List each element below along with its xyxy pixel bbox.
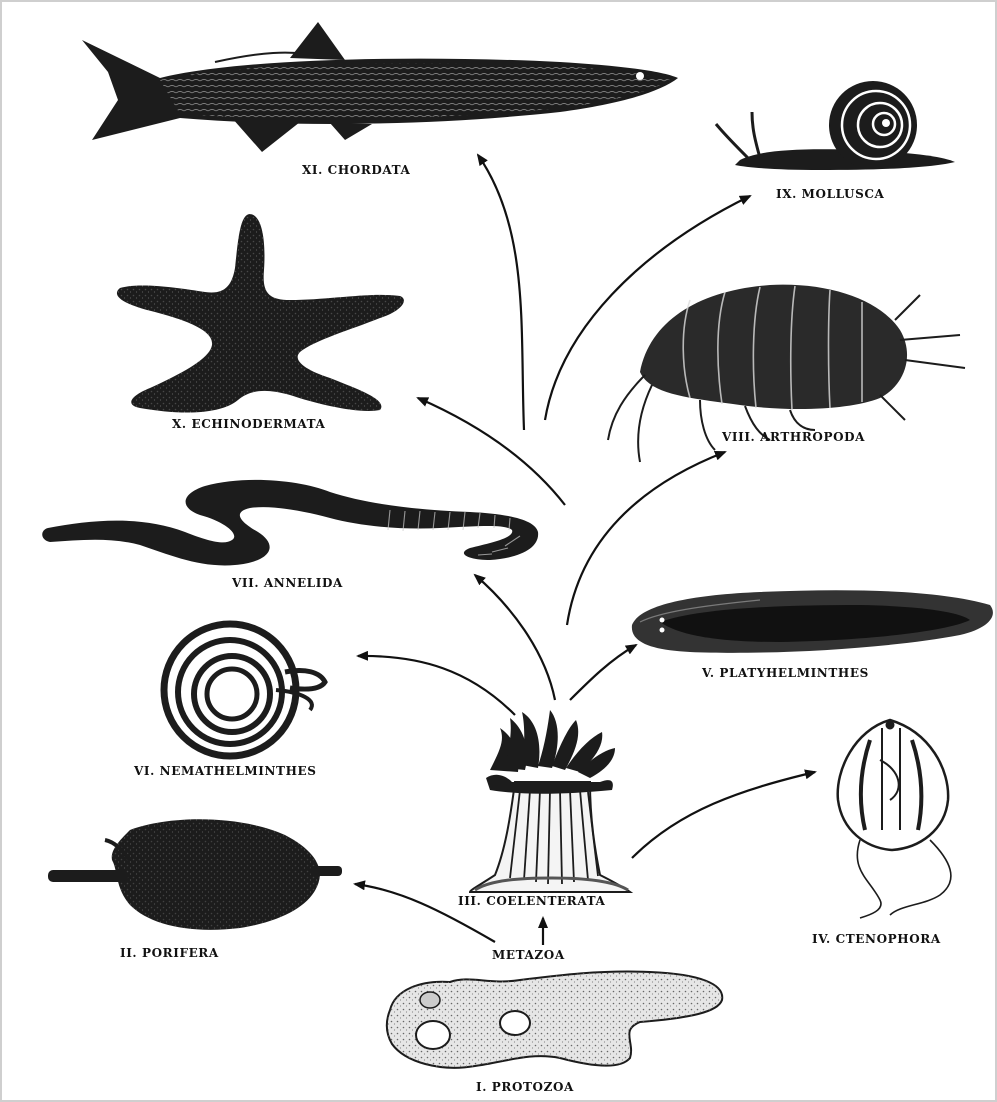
label-metazoa: METAZOA [492,948,565,962]
label-echinodermata: X. ECHINODERMATA [172,417,325,431]
arrow-to-platyhelminthes [570,645,636,700]
label-coelenterata: III. COELENTERATA [458,894,605,908]
arrow-to-annelida [475,575,555,700]
label-protozoa: I. PROTOZOA [476,1080,574,1094]
arrow-coelenterata-ctenophora [632,772,815,858]
label-mollusca: IX. MOLLUSCA [776,187,884,201]
annelida-earthworm-illustration [42,480,538,566]
label-arthropoda: VIII. ARTHROPODA [722,430,865,444]
chordata-fish-illustration [82,22,678,152]
arrow-to-chordata [478,155,524,430]
label-platyhelminthes: V. PLATYHELMINTHES [702,666,869,680]
label-nemathelminthes: VI. NEMATHELMINTHES [134,764,317,778]
protozoa-amoeba-illustration [387,972,722,1068]
mollusca-snail-illustration [716,81,955,170]
label-ctenophora: IV. CTENOPHORA [812,932,941,946]
ctenophora-combjelly-illustration [838,720,951,918]
arrow-to-nemathelminthes [358,656,515,715]
arrow-to-echinodermata [418,398,565,505]
label-porifera: II. PORIFERA [120,946,219,960]
echinodermata-starfish-illustration [117,214,404,413]
label-annelida: VII. ANNELIDA [232,576,343,590]
nemathelminthes-roundworm-illustration [164,624,325,756]
label-chordata: XI. CHORDATA [302,163,410,177]
porifera-sponge-illustration [48,819,342,930]
coelenterata-anemone-illustration [470,710,630,892]
platyhelminthes-flatworm-illustration [632,590,993,653]
